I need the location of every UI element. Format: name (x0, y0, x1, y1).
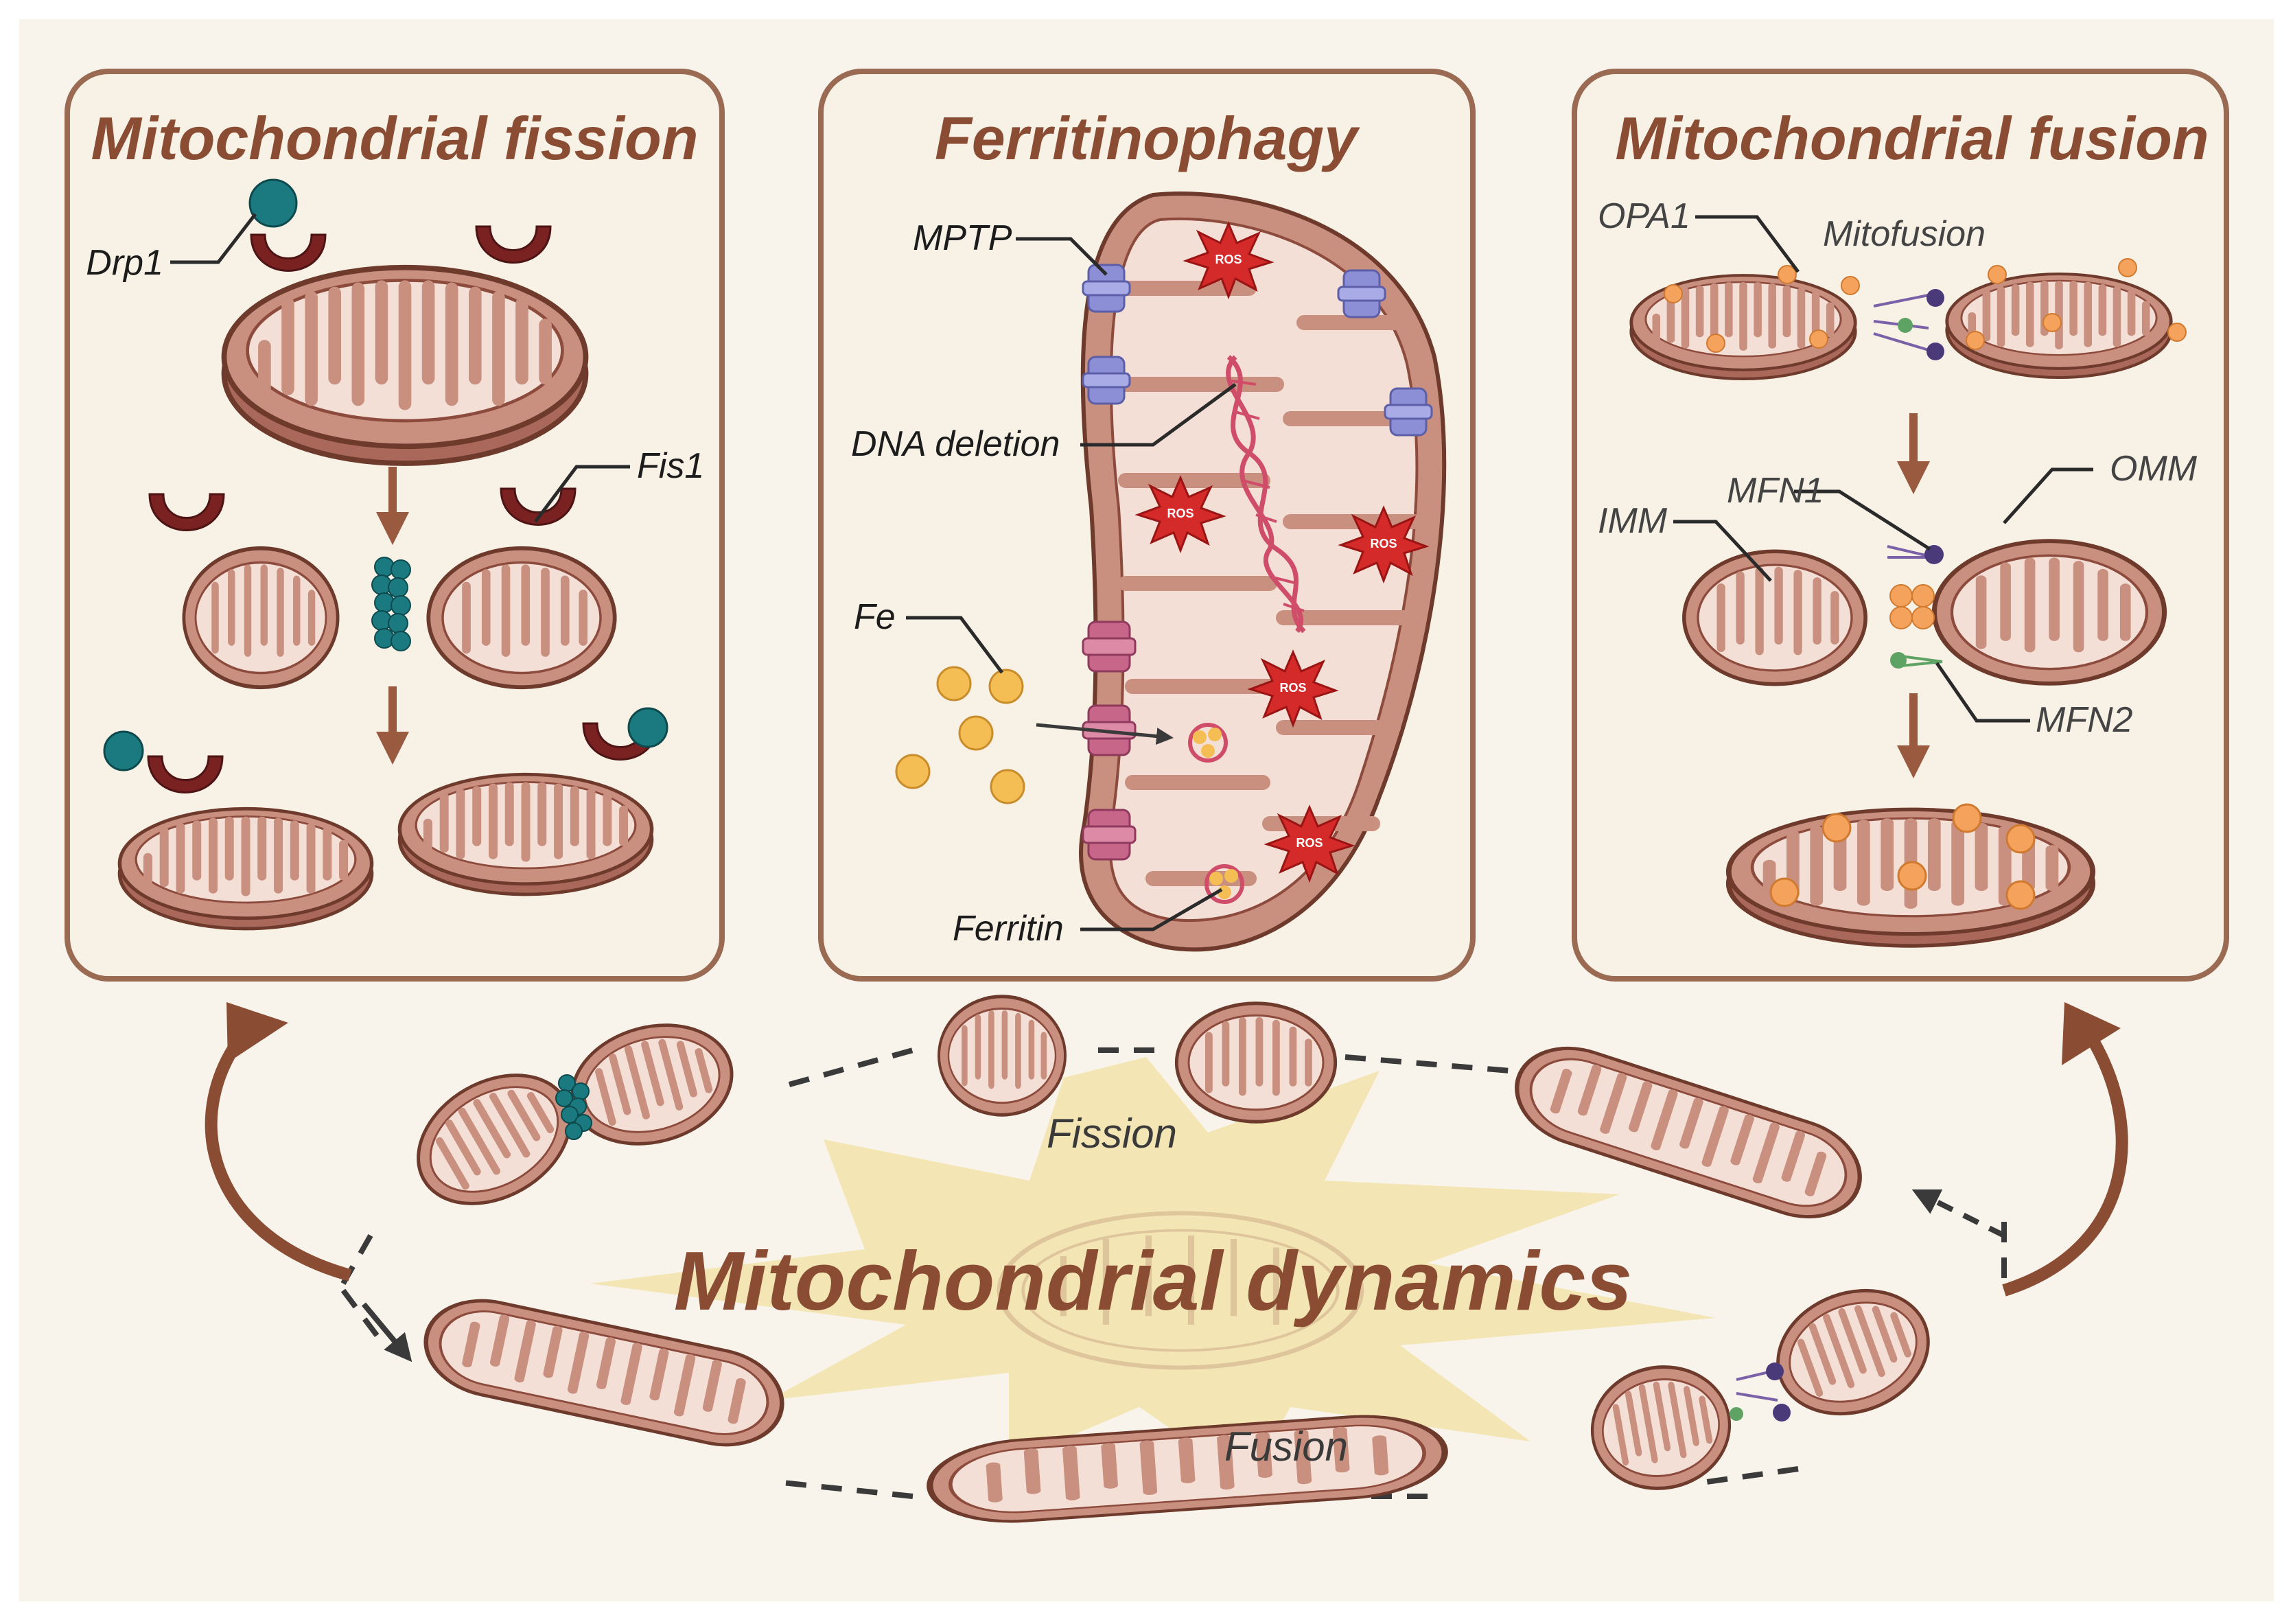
mfn1-label: MFN1 (1727, 471, 1824, 511)
ferritinophagy-cristae (1118, 281, 1421, 886)
ros-burst-1: ROS (1185, 222, 1272, 298)
drp1-released-right (627, 707, 668, 748)
dynamics-title: Mitochondrial dynamics (674, 1234, 1632, 1327)
drp1-label: Drp1 (86, 243, 163, 283)
drp1-protein (248, 178, 298, 228)
ferritin-cluster-1 (1188, 723, 1228, 763)
fusion-opa1-dots-bottom (1769, 803, 2036, 910)
fission-panel: Mitochondrial fission Drp1 Fis1 (65, 69, 725, 982)
mitofusion-tether-top (1873, 289, 1944, 360)
imm-label: IMM (1598, 501, 1668, 541)
transporter-3 (1082, 809, 1137, 861)
curved-arrow-to-fusion (2002, 1026, 2128, 1297)
mfn2-label: MFN2 (2036, 700, 2133, 740)
cycle-mito-small-1 (939, 997, 1065, 1115)
drp1-leader-line (170, 213, 257, 264)
starburst (590, 1057, 1716, 1483)
mptp-leader-line (1016, 237, 1108, 276)
fis1-leader-line (534, 465, 630, 523)
dna-deletion-label: DNA deletion (851, 424, 1060, 464)
ros-burst-2: ROS (1137, 476, 1224, 552)
fusion-panel: Mitochondrial fusion OPA1 Mitofusion (1572, 69, 2229, 982)
fission-daughter-left (119, 809, 371, 929)
dna-deletion-leader-line (1080, 382, 1237, 447)
svg-text:ROS: ROS (1167, 507, 1194, 520)
transporter-1 (1082, 620, 1137, 673)
ros-burst-5: ROS (1266, 806, 1353, 881)
fusion-opa1-cluster (1889, 584, 1935, 629)
fe-label: Fe (854, 597, 896, 637)
svg-text:ROS: ROS (1215, 253, 1242, 266)
fusion-panel-title: Mitochondrial fusion (1615, 104, 2209, 172)
fission-mito-intact (224, 268, 586, 463)
iron-import-arrow (1036, 723, 1174, 745)
fission-daughter-right (399, 774, 651, 894)
mptp-channel-1 (1082, 264, 1131, 313)
omm-leader-line (2003, 467, 2093, 524)
mptp-channel-4 (1384, 387, 1433, 437)
cycle-drp1-ring (555, 1074, 592, 1140)
opa1-leader-line (1695, 215, 1800, 273)
cycle-dashed-path (340, 1047, 2007, 1499)
mfn2-leader-line (1935, 662, 2030, 723)
ferritinophagy-panel: Ferritinophagy ROS ROS (818, 69, 1476, 982)
ferritin-label: Ferritin (953, 909, 1064, 949)
omm-label: OMM (2110, 449, 2198, 489)
ros-burst-4: ROS (1249, 651, 1337, 726)
mptp-label: MPTP (913, 218, 1012, 258)
curved-arrow-to-fission-head (226, 1002, 288, 1063)
fission-cycle-label: Fission (1047, 1111, 1177, 1157)
curved-arrow-to-fusion-head (2062, 1002, 2121, 1065)
imm-leader-line (1673, 520, 1772, 582)
mptp-channel-2 (1082, 356, 1131, 405)
cycle-mito-small-2 (1176, 1004, 1335, 1122)
drp1-ring (371, 557, 411, 651)
fe-leader-line (906, 616, 1003, 674)
drp1-released-left (103, 730, 144, 772)
ferritinophagy-mito-inner (1108, 217, 1419, 922)
svg-text:ROS: ROS (1279, 681, 1306, 695)
fusion-cycle-label: Fusion (1224, 1424, 1348, 1470)
ferritin-leader-line (1080, 888, 1223, 931)
mitofusion-label: Mitofusion (1823, 214, 1986, 254)
faint-center-mito (997, 1211, 1364, 1370)
fusion-opa1-dots-top (1664, 258, 2187, 353)
ferritinophagy-panel-title: Ferritinophagy (935, 104, 1360, 172)
fis1-label: Fis1 (637, 446, 704, 486)
svg-text:ROS: ROS (1370, 537, 1397, 550)
fission-panel-title: Mitochondrial fission (91, 104, 699, 172)
opa1-label: OPA1 (1598, 196, 1690, 236)
ros-burst-3: ROS (1340, 507, 1428, 582)
cycle-arrow-left (361, 1302, 412, 1362)
mptp-channel-3 (1337, 269, 1386, 318)
mfn1-leader-line (1794, 489, 1931, 551)
dynamics-cycle: Fission Fusion Mitochondrial dynamics (205, 997, 2128, 1527)
curved-arrow-to-fission (205, 1025, 352, 1281)
svg-text:ROS: ROS (1296, 836, 1323, 850)
cycle-mitofusion-tether (1730, 1362, 1791, 1422)
cycle-arrow-right (1911, 1189, 2005, 1238)
iron-particles (895, 666, 1025, 804)
mtdna-helix (1226, 355, 1306, 634)
